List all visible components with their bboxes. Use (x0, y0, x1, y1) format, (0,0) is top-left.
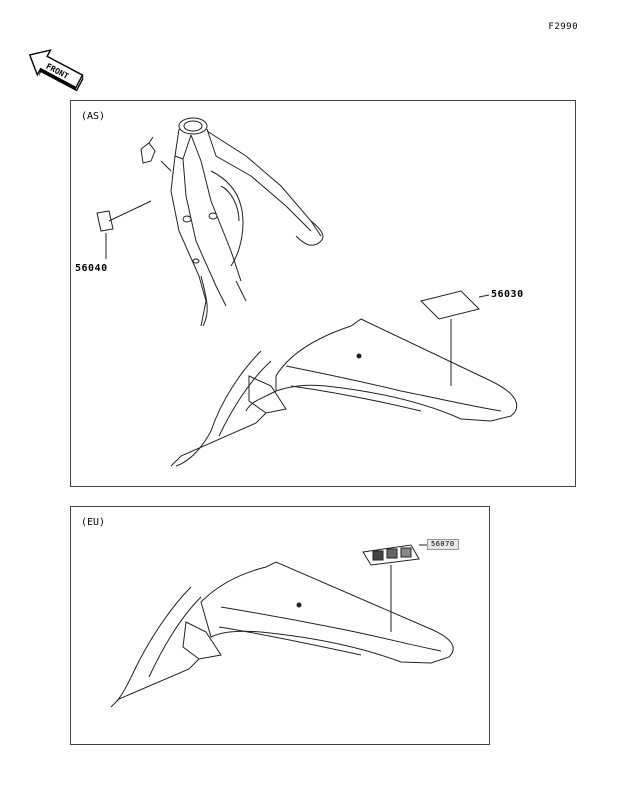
steering-head (178, 117, 208, 135)
frame-upper-rail (206, 130, 322, 237)
panel-eu: (EU) 56070 (70, 506, 490, 745)
region-label-as: (AS) (81, 111, 106, 122)
region-label-eu: (EU) (81, 517, 106, 528)
front-fender-as (275, 318, 518, 422)
part-number-56040: 56040 (75, 263, 108, 274)
figure-code: F2990 (548, 22, 578, 32)
as-diagram (96, 117, 518, 467)
frame-head-tube (174, 128, 192, 160)
decal-56040-shape (96, 210, 114, 232)
frame-down-tube (170, 155, 207, 327)
front-direction-arrow-icon: FRONT (28, 49, 84, 92)
eu-diagram (110, 544, 454, 708)
panel-as: (AS) (70, 100, 576, 487)
decal-56030-shape (420, 290, 480, 320)
decal-56070-shape (362, 544, 420, 566)
part-number-56070: 56070 (427, 539, 459, 550)
part-number-56030: 56030 (491, 289, 524, 300)
